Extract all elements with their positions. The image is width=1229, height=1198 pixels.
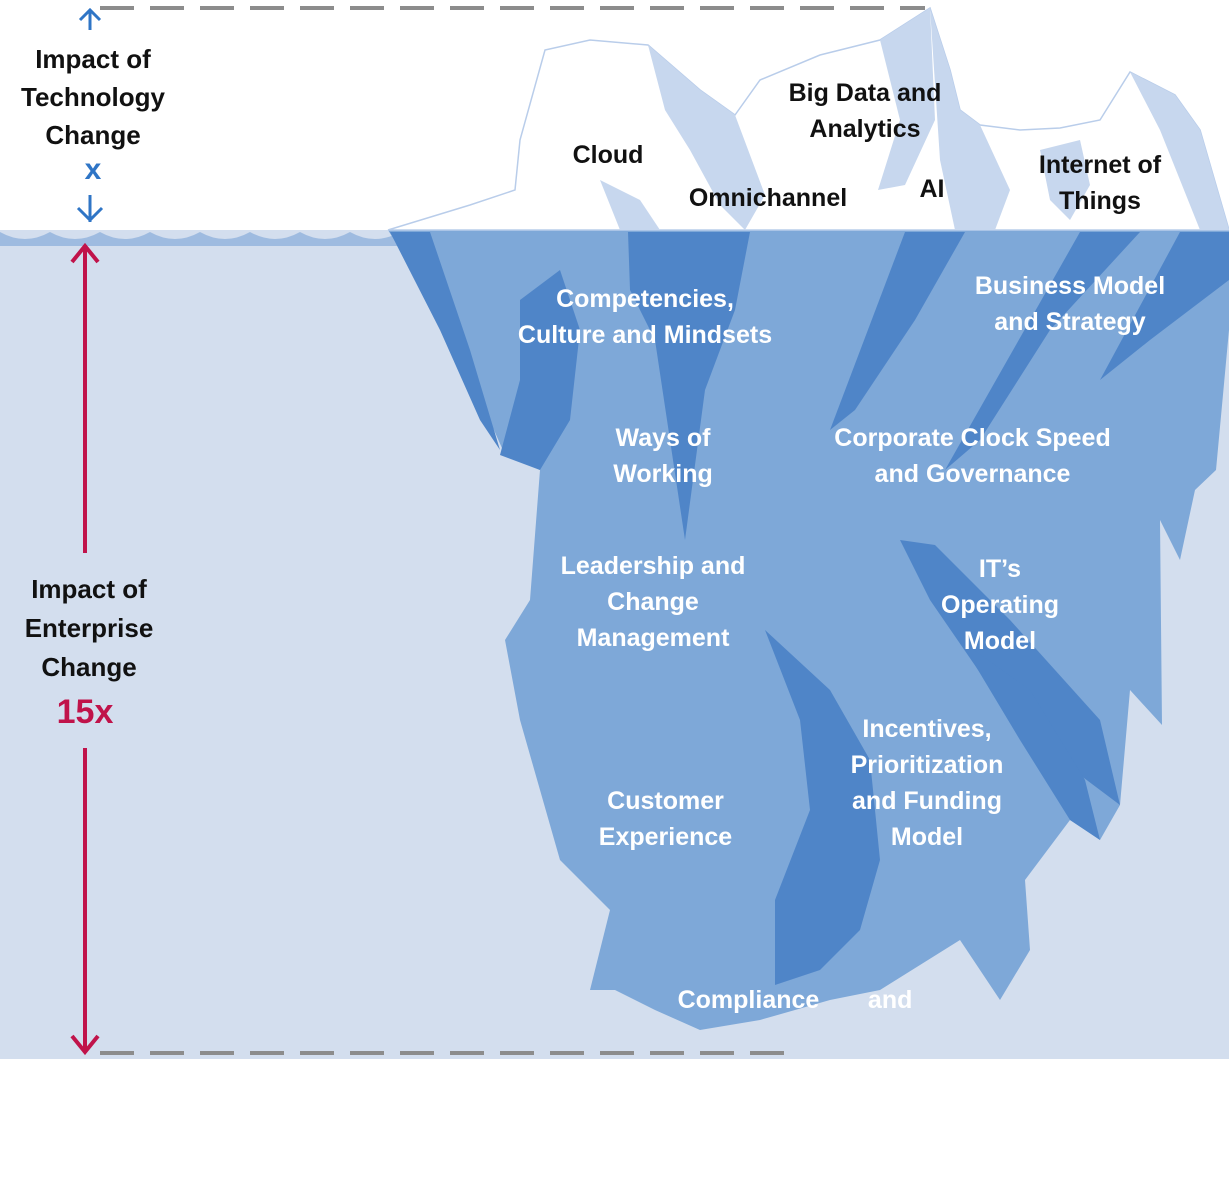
peak-shade-c [930, 8, 1010, 230]
facet-left-notch [500, 270, 580, 470]
peak-shade-a [648, 45, 765, 230]
tech-arrow-up-head [78, 7, 102, 22]
enterprise-change-line: Enterprise [24, 613, 154, 643]
tech-change-label: Impact of Technology Change [8, 40, 178, 154]
label-line: IT’s [978, 555, 1022, 583]
label-line: Business Model [974, 272, 1166, 300]
tech-change-line: Impact of [35, 44, 151, 74]
facet-lower-middle [765, 630, 880, 985]
iceberg-underwater-body [388, 230, 1229, 1030]
peak-shade-b [878, 8, 935, 190]
label-line: Model [963, 627, 1037, 655]
facet-far-right-a [945, 232, 1140, 470]
label-big-data: Big Data and Analytics [760, 75, 970, 147]
label-line: Culture and Mindsets [517, 321, 773, 349]
facet-center-column [628, 232, 750, 540]
label-line: Analytics [809, 115, 921, 143]
facet-left [390, 232, 500, 450]
label-iot: Internet of Things [1010, 147, 1190, 219]
label-line: Incentives, [862, 715, 992, 743]
tech-multiplier: x [84, 153, 102, 186]
label-line: and Funding [852, 787, 1002, 815]
facet-it-tail [960, 640, 1100, 840]
label-omnichannel: Omnichannel [668, 180, 868, 216]
label-incentives: Incentives, Prioritization and Funding M… [822, 711, 1032, 855]
label-line: Compliance and [677, 986, 913, 1014]
peak-shade-f [600, 180, 660, 230]
label-line: Risk Management [648, 1094, 861, 1122]
label-ai: AI [902, 171, 962, 207]
label-line: Management [576, 624, 730, 652]
label-line: AI [919, 175, 945, 203]
label-competencies: Competencies, Culture and Mindsets [490, 281, 800, 353]
label-line: Customer [607, 787, 724, 815]
label-line: Cloud [572, 141, 644, 169]
enterprise-arrow-up-head [70, 242, 100, 264]
label-line: Ways of [615, 424, 711, 452]
peak-shade-d [1130, 72, 1229, 230]
label-line: Big Data and [788, 79, 942, 107]
label-line: Internet of [1038, 151, 1162, 179]
peak-shade-e [1040, 140, 1090, 220]
label-business-model: Business Model and Strategy [950, 268, 1190, 340]
label-it-operating: IT’s Operating Model [905, 551, 1095, 659]
iceberg-illustration [0, 6, 1229, 1059]
label-line: Leadership and [560, 552, 746, 580]
label-line: Things [1059, 187, 1141, 215]
enterprise-arrow-down-head [70, 1034, 100, 1056]
facet-it-ridge [900, 540, 1120, 805]
facet-far-right-b [1100, 232, 1229, 380]
tech-arrow-down-head [76, 206, 104, 223]
label-line: Experience [598, 823, 733, 851]
label-cloud: Cloud [548, 137, 668, 173]
label-compliance: Compliance and Risk Management [630, 910, 960, 1198]
label-line: Prioritization [850, 751, 1004, 779]
enterprise-multiplier: 15x [56, 693, 114, 731]
enterprise-change-line: Change [41, 652, 137, 682]
label-line: Competencies, [556, 285, 734, 313]
label-line: Operating [940, 591, 1060, 619]
enterprise-change-label: Impact of Enterprise Change [0, 570, 178, 687]
label-line: and Governance [874, 460, 1071, 488]
label-line: Corporate Clock Speed [834, 424, 1111, 452]
label-line: and Strategy [994, 308, 1146, 336]
tech-change-line: Technology [21, 82, 165, 112]
label-line: Change [607, 588, 699, 616]
label-line: Working [613, 460, 713, 488]
facet-right-band [830, 232, 965, 430]
label-clock-speed: Corporate Clock Speed and Governance [800, 420, 1145, 492]
label-line: Model [890, 823, 964, 851]
label-ways-of-working: Ways of Working [583, 420, 743, 492]
label-line: Omnichannel [688, 184, 848, 212]
label-customer-experience: Customer Experience [573, 783, 758, 855]
tech-change-line: Change [45, 120, 141, 150]
waterline-waves [0, 232, 400, 246]
label-leadership: Leadership and Change Management [533, 548, 773, 656]
enterprise-change-line: Impact of [31, 574, 147, 604]
iceberg-diagram: Impact of Technology Change x Impact of … [0, 6, 1229, 1059]
